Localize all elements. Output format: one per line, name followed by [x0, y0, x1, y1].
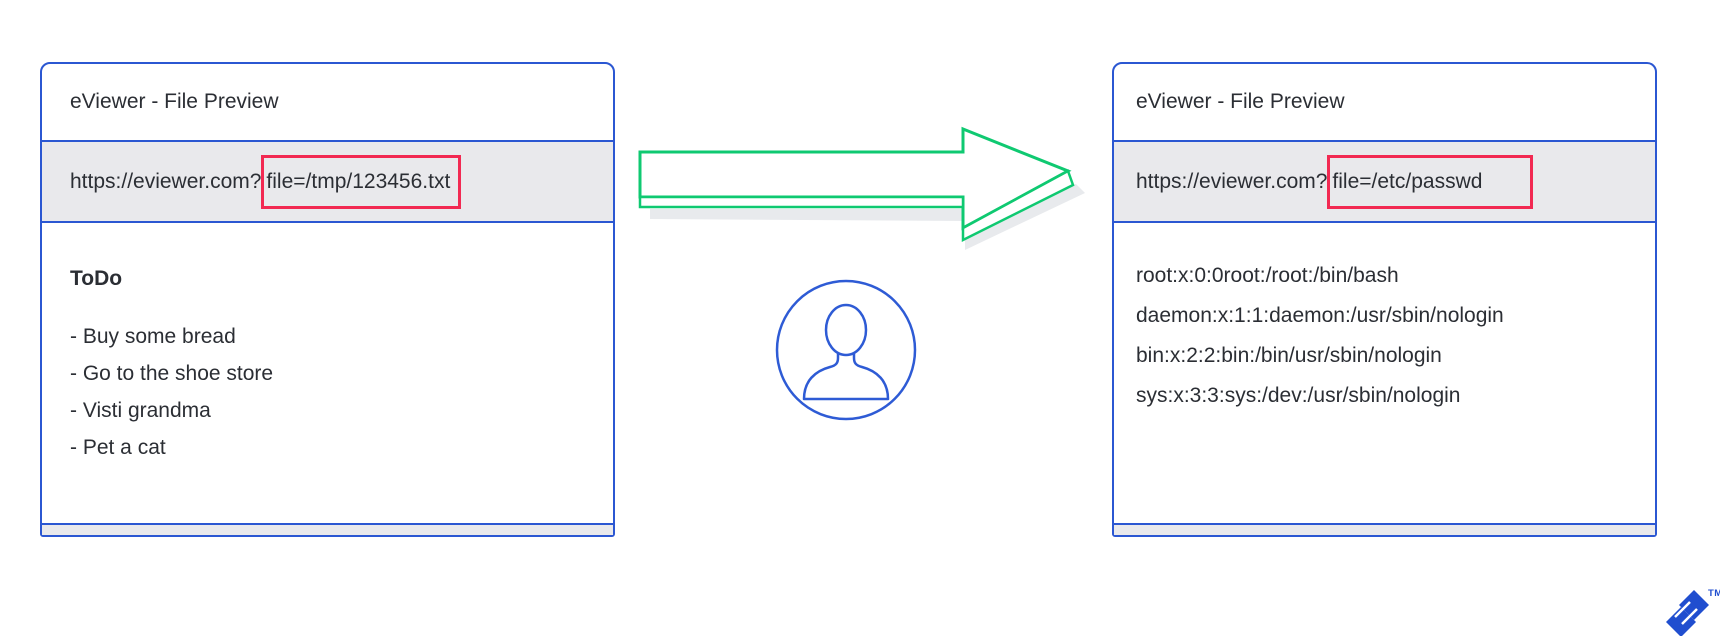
brand-logo-icon — [1666, 590, 1709, 636]
right-window-titlebar: eViewer - File Preview — [1114, 64, 1655, 142]
todo-item: - Visti grandma — [70, 399, 211, 422]
right-browser-window: eViewer - File Preview https://eviewer.c… — [1112, 62, 1657, 537]
right-url-prefix: https://eviewer.com? — [1136, 169, 1328, 193]
todo-item: - Buy some bread — [70, 325, 236, 348]
todo-heading: ToDo — [70, 267, 123, 290]
right-window-footer-bar — [1114, 523, 1655, 535]
right-url-bar: https://eviewer.com?file=/etc/passwd — [1114, 142, 1655, 223]
green-right-arrow-icon — [638, 126, 1085, 250]
passwd-line: root:x:0:0root:/root:/bin/bash — [1136, 264, 1399, 287]
passwd-list: root:x:0:0root:/root:/bin/bash daemon:x:… — [1136, 256, 1655, 416]
passwd-line: bin:x:2:2:bin:/bin/usr/sbin/nologin — [1136, 344, 1442, 367]
passwd-line: sys:x:3:3:sys:/dev:/usr/sbin/nologin — [1136, 384, 1461, 407]
right-url-highlight-box: file=/etc/passwd — [1327, 154, 1534, 209]
user-icon — [775, 279, 917, 421]
todo-item: - Go to the shoe store — [70, 362, 274, 385]
left-window-title: eViewer - File Preview — [70, 90, 279, 113]
passwd-line: daemon:x:1:1:daemon:/usr/sbin/nologin — [1136, 304, 1504, 327]
left-url-highlight-box: file=/tmp/123456.txt — [261, 154, 462, 209]
left-window-titlebar: eViewer - File Preview — [42, 64, 613, 142]
left-url-prefix: https://eviewer.com? — [70, 169, 262, 193]
left-window-content: ToDo - Buy some bread - Go to the shoe s… — [42, 267, 613, 466]
trademark-label: TM — [1708, 588, 1720, 599]
todo-list: - Buy some bread - Go to the shoe store … — [70, 318, 613, 466]
left-window-footer-bar — [42, 523, 613, 535]
todo-item: - Pet a cat — [70, 436, 166, 459]
right-window-title: eViewer - File Preview — [1136, 90, 1345, 113]
right-window-content: root:x:0:0root:/root:/bin/bash daemon:x:… — [1114, 256, 1655, 416]
left-url-bar: https://eviewer.com?file=/tmp/123456.txt — [42, 142, 613, 223]
left-browser-window: eViewer - File Preview https://eviewer.c… — [40, 62, 615, 537]
